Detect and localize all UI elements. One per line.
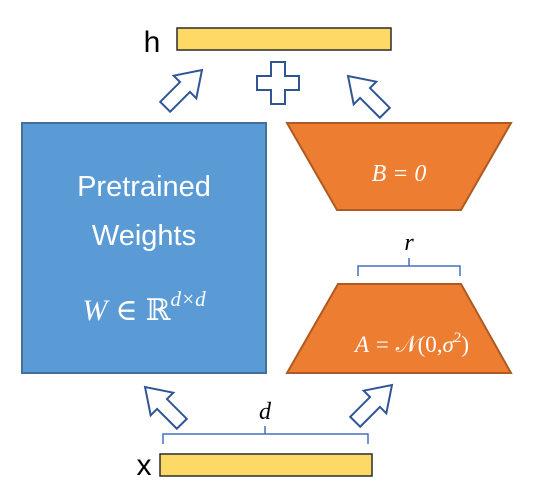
rank-brace bbox=[357, 258, 461, 276]
arrow-pretrained-to-output bbox=[158, 68, 204, 114]
matrix-a-formula: A = 𝒩(0,σ2) bbox=[353, 330, 469, 357]
matrix-a-sigma: σ bbox=[443, 332, 456, 357]
matrix-a-dist: 𝒩(0, bbox=[396, 332, 443, 357]
hollow-arrow-icon bbox=[348, 383, 394, 429]
hollow-arrow-icon bbox=[143, 385, 189, 431]
matrix-a-prefix: A = bbox=[353, 332, 396, 357]
matrix-b-block bbox=[285, 122, 513, 211]
weight-space: ℝ bbox=[146, 294, 172, 327]
weight-symbol: W bbox=[82, 294, 110, 327]
weight-dims: d×d bbox=[170, 287, 206, 311]
pretrained-label-line1: Pretrained bbox=[77, 171, 211, 203]
arrow-adapter-to-output bbox=[346, 74, 392, 120]
input-vector bbox=[159, 453, 373, 477]
hollow-arrow-icon bbox=[346, 74, 392, 120]
pretrained-label-line2: Weights bbox=[92, 220, 196, 252]
matrix-a-block bbox=[285, 283, 513, 374]
weight-in: ∈ bbox=[115, 294, 137, 327]
dim-label: d bbox=[259, 399, 272, 425]
output-label: h bbox=[144, 26, 161, 59]
weight-formula: W∈ ℝd×d bbox=[82, 287, 206, 327]
pretrained-weights-block bbox=[21, 122, 267, 374]
matrix-a-sq: 2 bbox=[454, 330, 462, 346]
matrix-b-label: B = 0 bbox=[372, 161, 427, 187]
output-vector bbox=[176, 27, 392, 51]
dim-brace bbox=[162, 426, 369, 444]
input-label: x bbox=[137, 449, 152, 482]
arrow-input-to-adapter bbox=[348, 383, 394, 429]
rank-label: r bbox=[404, 230, 414, 256]
hollow-arrow-icon bbox=[158, 68, 204, 114]
matrix-a-close: ) bbox=[461, 332, 469, 357]
arrow-input-to-pretrained bbox=[143, 385, 189, 431]
plus-icon bbox=[256, 61, 300, 105]
